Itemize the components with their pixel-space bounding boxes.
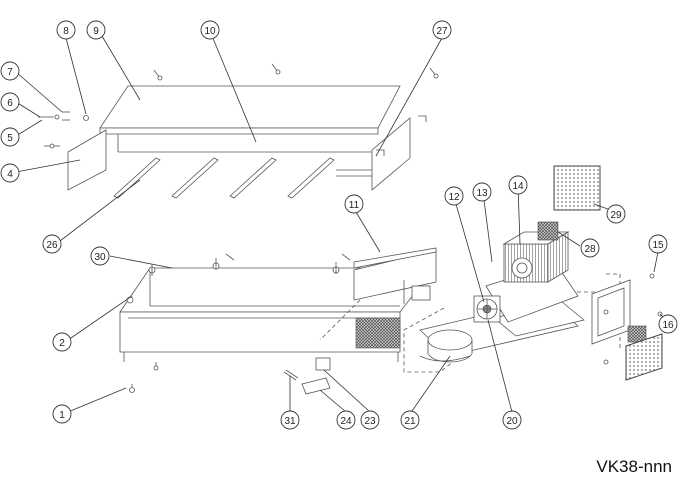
callout-10: 10 [200, 20, 220, 40]
compressor [419, 329, 473, 363]
callout-15: 15 [648, 234, 668, 254]
callout-4: 4 [0, 163, 20, 183]
callout-label: 6 [7, 98, 13, 109]
callout-label: 27 [436, 26, 448, 37]
callout-label: 16 [662, 320, 674, 331]
callout-29: 29 [606, 204, 626, 224]
display-tray-body [119, 247, 437, 393]
left-side-glass [67, 129, 107, 191]
callout-20: 20 [502, 410, 522, 430]
side-grille [625, 333, 663, 381]
callout-label: 11 [349, 200, 360, 211]
cover-fixings [38, 63, 439, 156]
callout-27: 27 [432, 20, 452, 40]
filter-28 [537, 221, 559, 241]
model-code-label: VK38-nnn [596, 457, 672, 476]
callout-label: 14 [512, 181, 524, 192]
callout-label: 29 [610, 210, 622, 221]
callout-label: 28 [584, 244, 596, 255]
callout-5: 5 [0, 127, 20, 147]
front-grille-29 [553, 165, 601, 211]
corner-brackets [126, 253, 351, 304]
glass-support-rods [113, 157, 335, 199]
callout-label: 7 [7, 67, 13, 78]
callout-13: 13 [472, 182, 492, 202]
top-cover-assembly [38, 63, 439, 199]
callout-14: 14 [508, 175, 528, 195]
callout-6: 6 [0, 92, 20, 112]
callout-11: 11 [344, 194, 364, 214]
callout-label: 9 [93, 26, 99, 37]
filter-16 [627, 325, 647, 343]
leader-lines [15, 35, 669, 415]
condenser-fan [473, 295, 501, 323]
callout-7: 7 [0, 61, 20, 81]
callout-label: 23 [364, 416, 376, 427]
callout-21: 21 [400, 410, 420, 430]
callout-label: 2 [59, 338, 65, 349]
callout-12: 12 [444, 186, 464, 206]
callout-1: 1 [52, 404, 72, 424]
callout-label: 10 [204, 26, 216, 37]
callout-label: 12 [448, 192, 460, 203]
right-side-glass [371, 117, 411, 191]
callout-30: 30 [90, 246, 110, 266]
electrical-parts [283, 357, 331, 395]
callout-label: 5 [7, 133, 13, 144]
callout-label: 26 [46, 240, 58, 251]
callout-8: 8 [56, 20, 76, 40]
callout-label: 20 [506, 416, 518, 427]
callout-31: 31 [280, 410, 300, 430]
top-glass-panel [99, 85, 401, 129]
callout-26: 26 [42, 234, 62, 254]
callout-label: 8 [63, 26, 69, 37]
front-vent-grille [355, 317, 401, 349]
callout-24: 24 [336, 410, 356, 430]
callout-label: 30 [94, 252, 106, 263]
callout-9: 9 [86, 20, 106, 40]
callout-label: 15 [652, 240, 664, 251]
callout-label: 21 [404, 416, 416, 427]
callout-2: 2 [52, 332, 72, 352]
callout-label: 4 [7, 169, 13, 180]
callout-label: 13 [476, 188, 488, 199]
callout-28: 28 [580, 238, 600, 258]
callout-23: 23 [360, 410, 380, 430]
callout-label: 1 [59, 410, 65, 421]
refrigeration-unit [419, 231, 663, 365]
callout-16: 16 [658, 314, 678, 334]
callout-label: 31 [284, 416, 296, 427]
callout-label: 24 [340, 416, 352, 427]
